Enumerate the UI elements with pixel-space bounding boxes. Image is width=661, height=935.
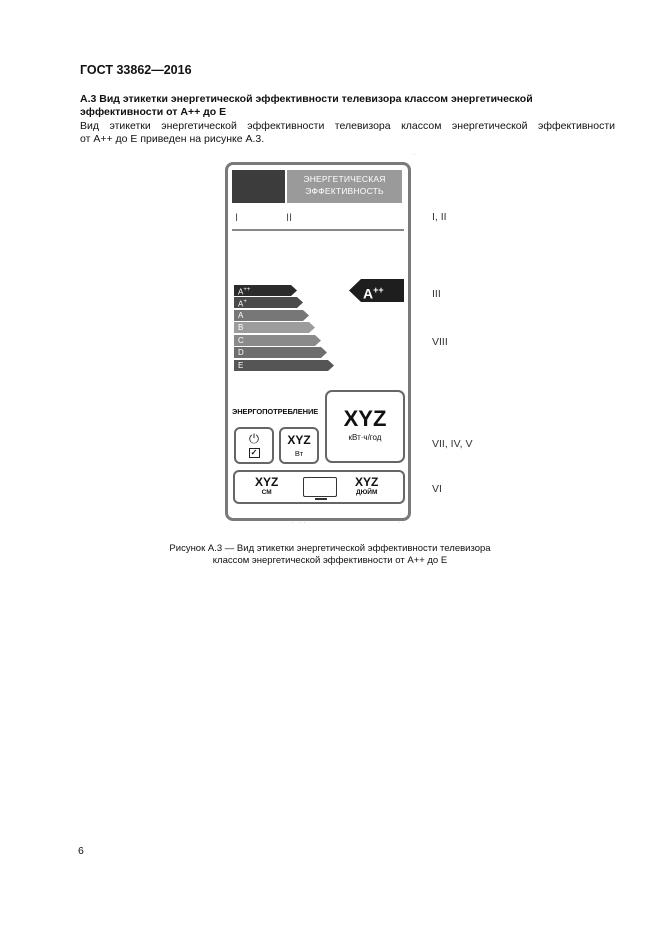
section-title: А.3 Вид этикетки энергетической эффектив… [80,93,580,119]
page-number: 6 [78,845,84,857]
document-header: ГОСТ 33862—2016 [80,63,192,77]
power-switch-box: ⏻ ✓ [234,427,274,464]
scan-dots-right: ·· [398,520,406,526]
screen-size-cm-value: XYZ [255,475,279,489]
model-field: II [286,212,293,224]
class-bar-d: D [234,347,327,358]
annual-consumption-box: XYZ кВт·ч/год [325,390,405,463]
screen-size-inch-value: XYZ [355,475,379,489]
power-consumption-value: XYZ [287,433,311,447]
class-bar-a: A [234,310,309,321]
figure-caption-line-1: Рисунок А.3 — Вид этикетки энергетическо… [169,543,491,554]
tv-icon [303,477,337,497]
energy-label-title-line-1: ЭНЕРГЕТИЧЕСКАЯ [303,174,386,184]
screen-size-inch: XYZ ДЮЙМ [355,476,378,497]
class-bar-a-plus: A+ [234,297,303,308]
marker-iii: III [432,288,441,300]
eu-flag-area [232,170,285,203]
marker-vii-iv-v: VII, IV, V [432,438,473,450]
section-paragraph-line-1: Вид этикетки энергетической эффективност… [80,120,615,132]
checkbox-icon: ✓ [248,448,260,458]
screen-size-box: XYZ СМ XYZ ДЮЙМ [233,470,405,504]
power-consumption-unit: Вт [294,449,304,458]
figure-caption: Рисунок А.3 — Вид этикетки энергетическо… [120,543,540,567]
screen-size-inch-unit: ДЮЙМ [355,489,378,496]
marker-viii: VIII [432,336,448,348]
label-divider [232,229,404,231]
annual-consumption-value: XYZ [343,406,387,431]
figure-caption-line-2: классом энергетической эффективности от … [212,555,448,566]
class-bar-a-plus-plus: A++ [234,285,297,296]
supplier-field: I [235,212,239,224]
screen-size-cm-unit: СМ [261,489,272,496]
section-title-line-2: эффективности от А++ до Е [80,106,227,118]
class-bar-b: B [234,322,315,333]
consumption-label: ЭНЕРГОПОТРЕБЛЕНИЕ [232,407,319,416]
class-bar-c: C [234,335,321,346]
section-title-line-1: А.3 Вид этикетки энергетической эффектив… [80,93,533,105]
annual-consumption-unit: кВт·ч/год [348,433,382,442]
class-bar-e: E [234,360,334,371]
section-paragraph-line-2: от А++ до Е приведен на рисунке А.3. [80,133,265,145]
scan-dots-left: · ·· [292,520,308,526]
power-icon: ⏻ [248,431,260,446]
scan-dot: · [413,152,417,158]
marker-i-ii: I, II [432,211,447,223]
marker-vi: VI [432,483,442,495]
power-consumption-box: XYZ Вт [279,427,319,464]
energy-label-title-line-2: ЭФФЕКТИВНОСТЬ [305,186,384,196]
screen-size-cm: XYZ СМ [255,476,278,497]
current-class-arrow: A++ [349,279,404,302]
energy-label-title: ЭНЕРГЕТИЧЕСКАЯ ЭФФЕКТИВНОСТЬ [287,170,402,203]
tv-stand-icon [315,498,327,500]
